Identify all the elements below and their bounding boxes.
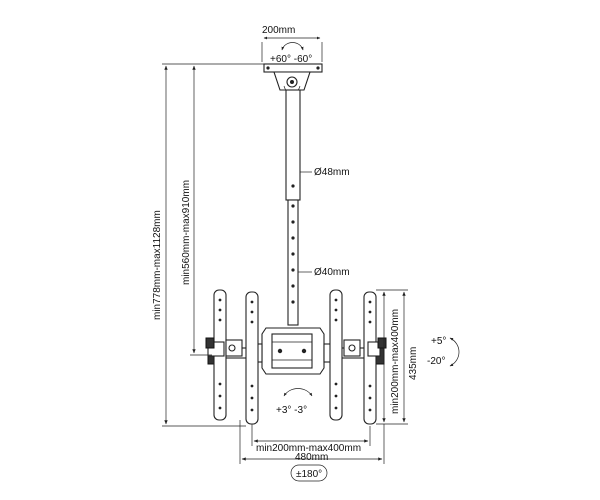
plate-body xyxy=(263,63,323,73)
roll-arrow-icon xyxy=(283,388,313,397)
bracket-height-label: 435mm xyxy=(408,347,419,380)
vesa-vertical-dimension xyxy=(376,289,408,425)
plate-width-label: 200mm xyxy=(262,25,295,36)
overall-height-dimension xyxy=(162,63,264,427)
adjustment-holes xyxy=(291,184,295,304)
pole-height-label: min560mm-max910mm xyxy=(181,180,192,285)
pole-height-dimension xyxy=(190,65,212,356)
top-rotation-label: +60° -60° xyxy=(270,54,312,65)
tilt-arrow-icon xyxy=(449,337,460,367)
overall-width-label: 480mm xyxy=(295,452,328,463)
vesa-vertical-label: min200mm-max400mm xyxy=(390,309,401,414)
lower-diameter-label: Ø40mm xyxy=(314,267,350,278)
rotation-arrow-icon xyxy=(281,42,304,51)
ceiling-plate xyxy=(261,36,323,96)
tilt-down-label: -20° xyxy=(427,356,445,367)
overall-height-label: min778mm-max1128mm xyxy=(152,210,163,320)
roll-label: +3° -3° xyxy=(276,405,307,416)
right-bracket-back xyxy=(363,291,377,425)
right-vesa-brackets xyxy=(329,289,387,425)
upper-diameter-label: Ø48mm xyxy=(314,167,350,178)
tilt-up-label: +5° xyxy=(431,336,446,347)
overall-width-dimension xyxy=(239,420,385,464)
swivel-badge xyxy=(290,464,328,482)
pole xyxy=(285,89,312,326)
swivel-label: ±180° xyxy=(296,469,322,480)
vesa-horizontal-dimension xyxy=(251,424,371,446)
upper-tube xyxy=(285,89,301,201)
lower-tube xyxy=(287,199,299,326)
right-bracket-front xyxy=(329,289,343,421)
vesa-horizontal-label: min200mm-max400mm xyxy=(256,443,361,454)
